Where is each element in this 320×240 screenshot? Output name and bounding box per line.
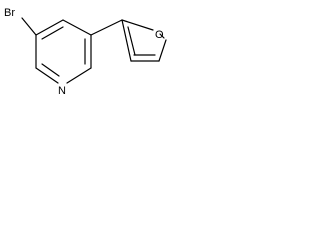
- atom-label-n: N: [58, 85, 66, 97]
- bond-pyridine-double-1: [41, 26, 64, 40]
- structure-canvas: Br N O: [0, 0, 199, 120]
- atom-label-br: Br: [4, 7, 15, 19]
- bond-pyridine-5: [35, 67, 59, 84]
- bond-furan-5: [121, 19, 132, 62]
- bond-furan-3: [158, 39, 167, 62]
- bond-pyridine-furan: [90, 19, 123, 36]
- bond-furan-double-2: [127, 26, 136, 56]
- bond-br-c: [21, 17, 37, 36]
- atom-label-o: O: [155, 29, 164, 41]
- bond-pyridine-1: [35, 19, 64, 36]
- bond-furan-1: [121, 19, 154, 31]
- bond-pyridine-double-3: [41, 63, 60, 77]
- bond-pyridine-4: [66, 67, 92, 84]
- bond-pyridine-2: [62, 19, 92, 36]
- bond-furan-2: [159, 33, 165, 39]
- molecule-structure: Br N O: [4, 7, 167, 97]
